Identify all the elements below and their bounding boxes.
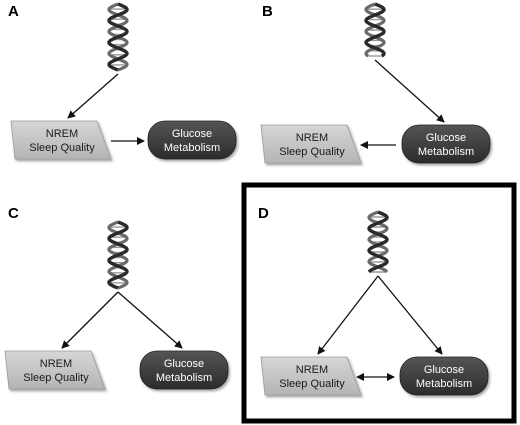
nrem-sleep-quality-node: NREM Sleep Quality	[4, 350, 106, 390]
nrem-shape	[260, 124, 362, 164]
glucose-label-line2: Metabolism	[418, 146, 474, 158]
arrow-gene-to-nrem	[61, 291, 119, 349]
nrem-label-line1: NREM	[296, 364, 328, 376]
panel-letter: C	[8, 205, 19, 222]
glucose-shape	[399, 356, 489, 396]
nrem-label-line2: Sleep Quality	[23, 372, 89, 384]
glucose-label-line2: Metabolism	[416, 378, 472, 390]
arrow-gene-to-nrem	[317, 275, 379, 355]
panel-letter: D	[258, 205, 269, 222]
nrem-label-line2: Sleep Quality	[279, 146, 345, 158]
nrem-shape	[4, 350, 106, 390]
nrem-label-line1: NREM	[40, 358, 72, 370]
nrem-label-line2: Sleep Quality	[29, 142, 95, 154]
nrem-sleep-quality-node: NREM Sleep Quality	[260, 356, 362, 396]
glucose-shape	[139, 350, 229, 390]
dna-helix-icon	[107, 2, 129, 72]
nrem-shape	[10, 120, 112, 160]
nrem-label-line2: Sleep Quality	[279, 378, 345, 390]
panel-letter: A	[8, 3, 19, 20]
glucose-label-line1: Glucose	[424, 364, 464, 376]
panel-letter: B	[262, 3, 273, 20]
dna-helix-icon	[364, 2, 386, 58]
glucose-label-line1: Glucose	[164, 358, 204, 370]
nrem-sleep-quality-node: NREM Sleep Quality	[10, 120, 112, 160]
arrow-gene-to-glucose	[374, 59, 445, 123]
glucose-shape	[147, 120, 237, 160]
dna-helix-icon	[367, 210, 389, 273]
dna-helix-icon	[107, 220, 129, 290]
arrow-gene-to-nrem	[67, 73, 119, 119]
nrem-label-line1: NREM	[46, 128, 78, 140]
glucose-shape	[401, 124, 491, 164]
nrem-shape	[260, 356, 362, 396]
highlight-frame	[241, 182, 517, 424]
glucose-label-line2: Metabolism	[156, 372, 212, 384]
arrow-gene-to-glucose	[117, 291, 183, 349]
nrem-sleep-quality-node: NREM Sleep Quality	[260, 124, 362, 164]
glucose-label-line1: Glucose	[172, 128, 212, 140]
glucose-label-line2: Metabolism	[164, 142, 220, 154]
nrem-label-line1: NREM	[296, 132, 328, 144]
glucose-label-line1: Glucose	[426, 132, 466, 144]
arrow-gene-to-glucose	[377, 275, 443, 355]
